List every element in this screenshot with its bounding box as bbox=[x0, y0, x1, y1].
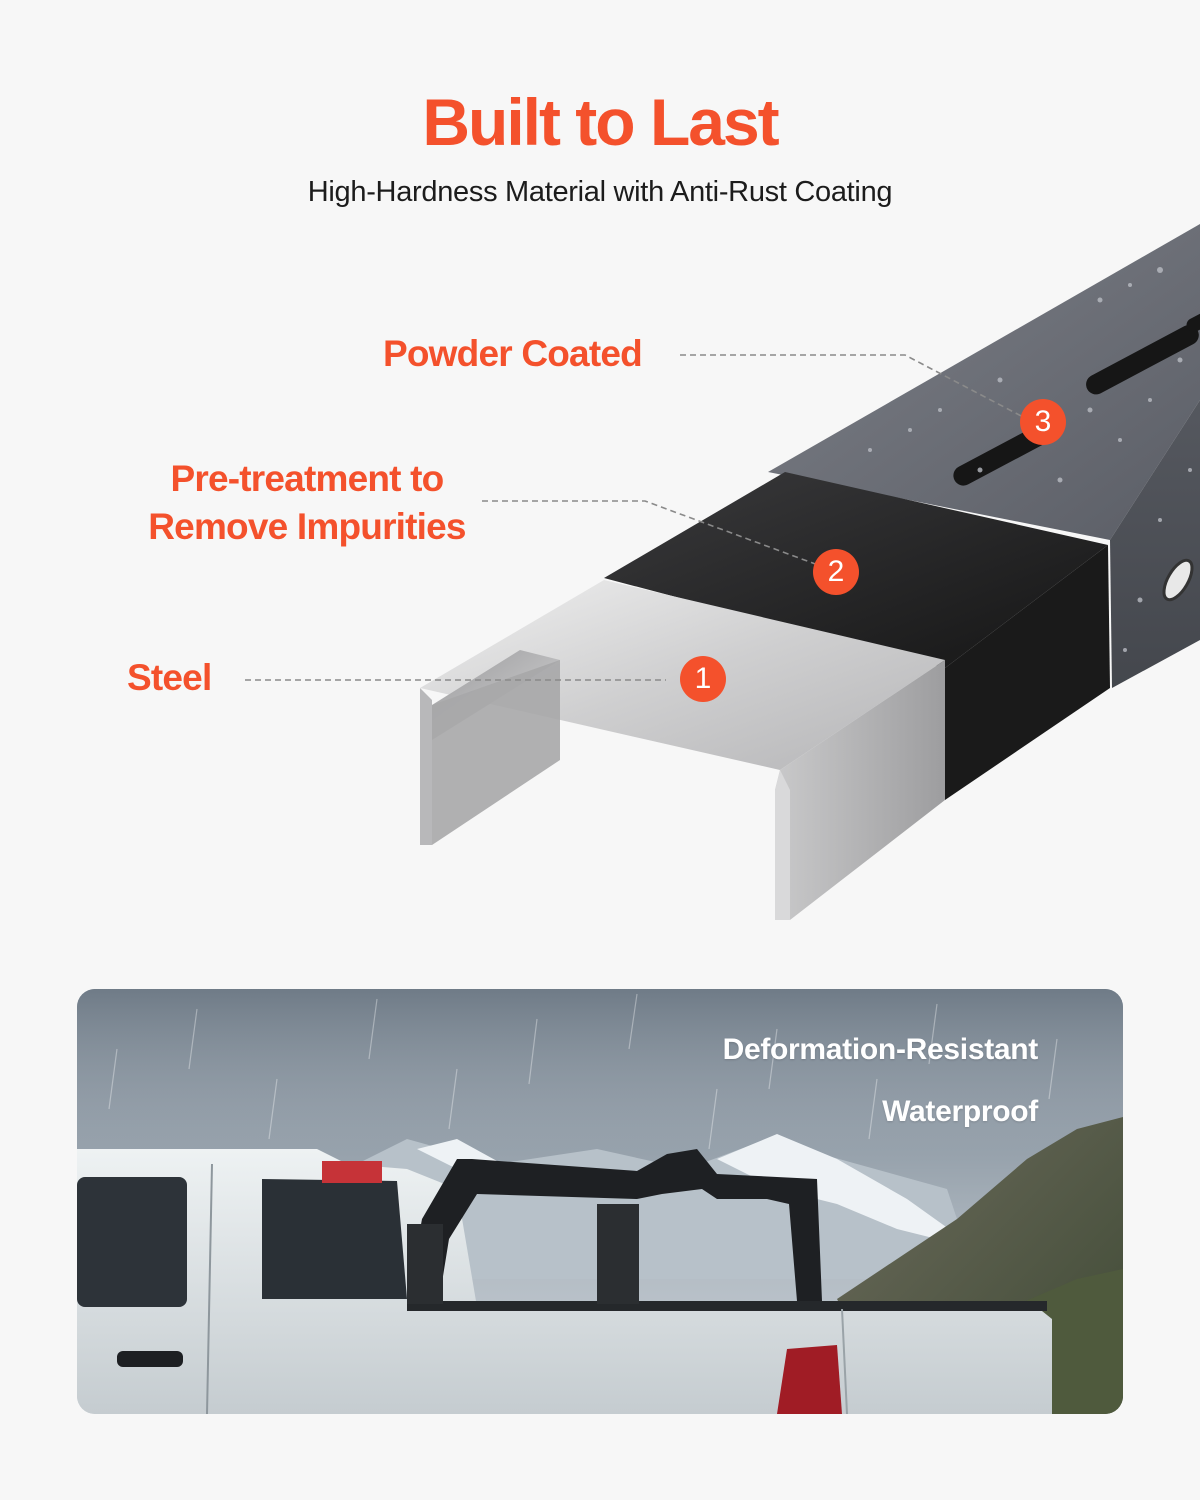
truck-rain-photo: Deformation-Resistant Waterproof bbox=[77, 989, 1123, 1414]
badge-number-1: 1 bbox=[680, 656, 726, 702]
feature-waterproof: Waterproof bbox=[882, 1095, 1038, 1128]
page-title: Built to Last bbox=[422, 85, 779, 159]
truck-scene-illustration bbox=[77, 989, 1123, 1414]
label-steel: Steel bbox=[127, 657, 212, 698]
label-pretreatment: Pre-treatment to Remove Impurities bbox=[122, 455, 492, 551]
leader-line-2 bbox=[482, 500, 819, 566]
badge-number-3: 3 bbox=[1020, 399, 1066, 445]
label-pretreatment-line1: Pre-treatment to bbox=[170, 458, 445, 499]
badge-number-2: 2 bbox=[813, 549, 859, 595]
label-pretreatment-line2: Remove Impurities bbox=[148, 506, 466, 547]
label-powder-coated: Powder Coated bbox=[383, 333, 643, 374]
feature-deformation-resistant: Deformation-Resistant bbox=[722, 1033, 1039, 1066]
leader-line-3 bbox=[680, 354, 1026, 419]
page-subtitle: High-Hardness Material with Anti-Rust Co… bbox=[307, 176, 893, 208]
